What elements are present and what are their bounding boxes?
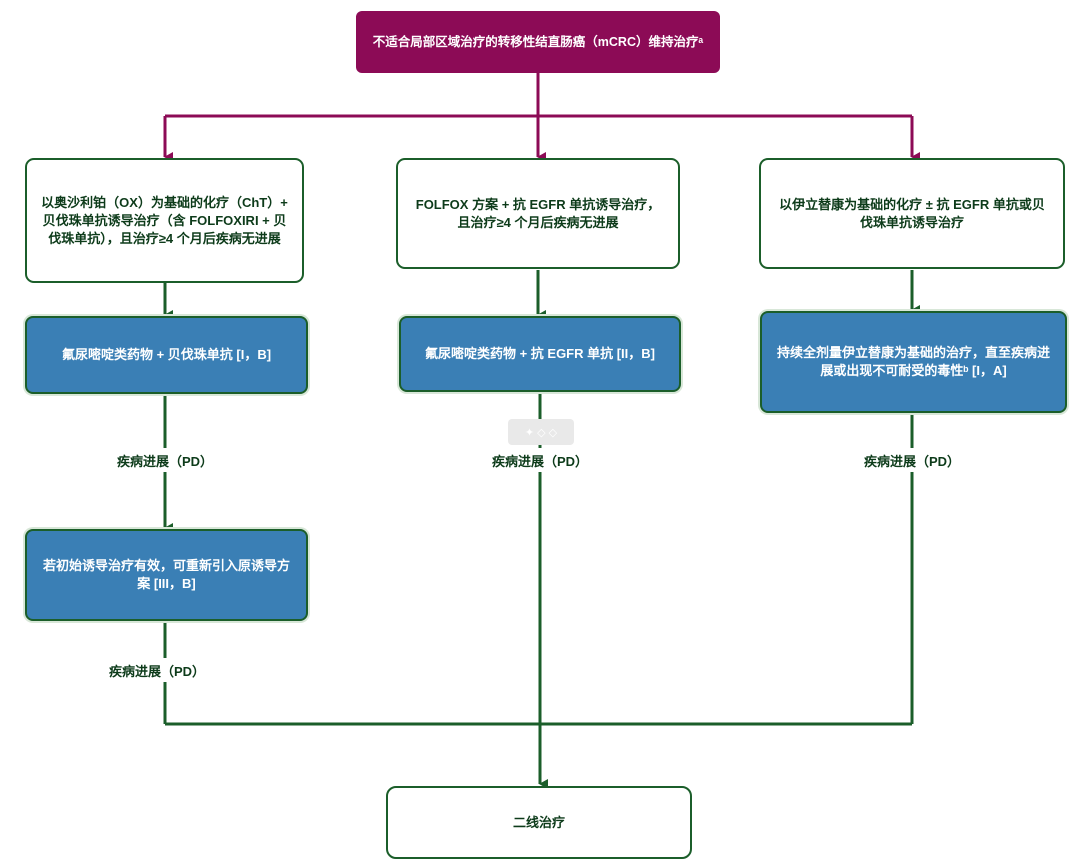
- col3-induction-box: 以伊立替康为基础的化疗 ± 抗 EGFR 单抗或贝伐珠单抗诱导治疗: [759, 158, 1065, 269]
- col1-pd-label-2: 疾病进展（PD）: [104, 661, 210, 680]
- col3-pd-label: 疾病进展（PD）: [859, 451, 965, 470]
- top-branch-lines: [163, 73, 920, 162]
- col1-induction-box: 以奥沙利铂（OX）为基础的化疗（ChT）+ 贝伐珠单抗诱导治疗（含 FOLFOX…: [25, 158, 304, 283]
- col1-reintroduction-box: 若初始诱导治疗有效，可重新引入原诱导方案 [III，B]: [25, 529, 308, 621]
- col3-maintenance-box: 持续全剂量伊立替康为基础的治疗，直至疾病进展或出现不可耐受的毒性ᵇ [I，A]: [760, 311, 1067, 413]
- top-node-mcrc-maintenance: 不适合局部区域治疗的转移性结直肠癌（mCRC）维持治疗ᵃ: [356, 11, 720, 73]
- col1-pd-label-1: 疾病进展（PD）: [112, 451, 218, 470]
- watermark-logo: ✦ ◇ ◇: [508, 419, 574, 445]
- col2-maintenance-box: 氟尿嘧啶类药物 + 抗 EGFR 单抗 [II，B]: [399, 316, 681, 392]
- col1-maintenance-box: 氟尿嘧啶类药物 + 贝伐珠单抗 [I，B]: [25, 316, 308, 394]
- bottom-second-line-box: 二线治疗: [386, 786, 692, 859]
- col2-induction-box: FOLFOX 方案 + 抗 EGFR 单抗诱导治疗，且治疗≥4 个月后疾病无进展: [396, 158, 680, 269]
- col2-pd-label: 疾病进展（PD）: [487, 451, 593, 470]
